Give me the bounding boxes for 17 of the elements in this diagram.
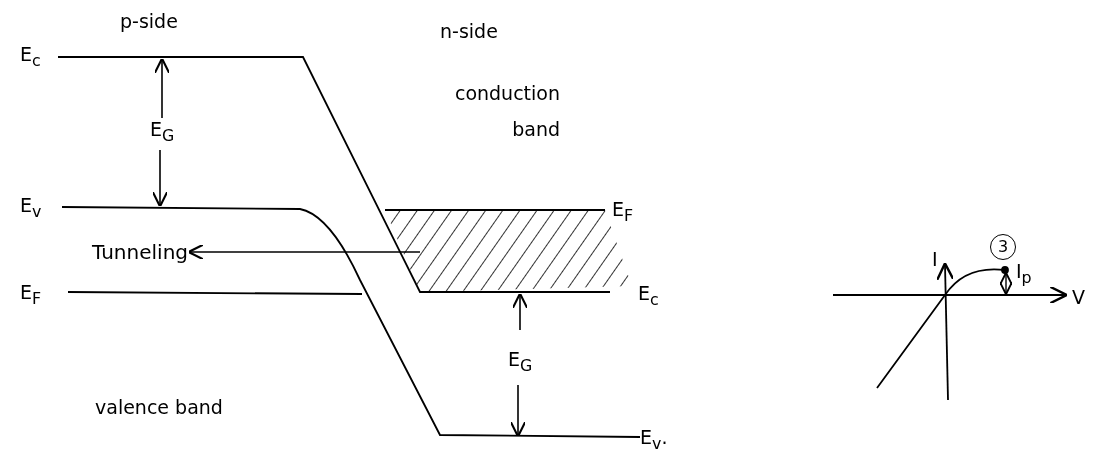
arrow — [187, 243, 421, 261]
energy-level-label: E$_{c}$ — [20, 45, 41, 69]
energy-level-label: E$_{F}$ — [20, 283, 42, 307]
energy-level-label: E$_{v}$. — [640, 428, 668, 452]
band-label: valence band — [95, 398, 223, 417]
axis-label: I — [932, 250, 938, 269]
band-gap-label: E$_{G}$ — [150, 120, 175, 144]
axis-label: V — [1072, 288, 1085, 307]
tunneling-label: Tunneling — [92, 242, 188, 262]
band-label: conduction band — [453, 81, 560, 142]
peak-current-label: I$_{p}$ — [1016, 262, 1032, 286]
energy-level-label: E$_{c}$ — [638, 284, 659, 308]
side-label: n-side — [440, 22, 498, 41]
side-label: p-side — [120, 12, 178, 31]
band-gap-label: E$_{G}$ — [508, 350, 533, 374]
energy-level-label: E$_{v}$ — [20, 196, 42, 220]
energy-level-label: E$_{F}$ — [612, 200, 634, 224]
